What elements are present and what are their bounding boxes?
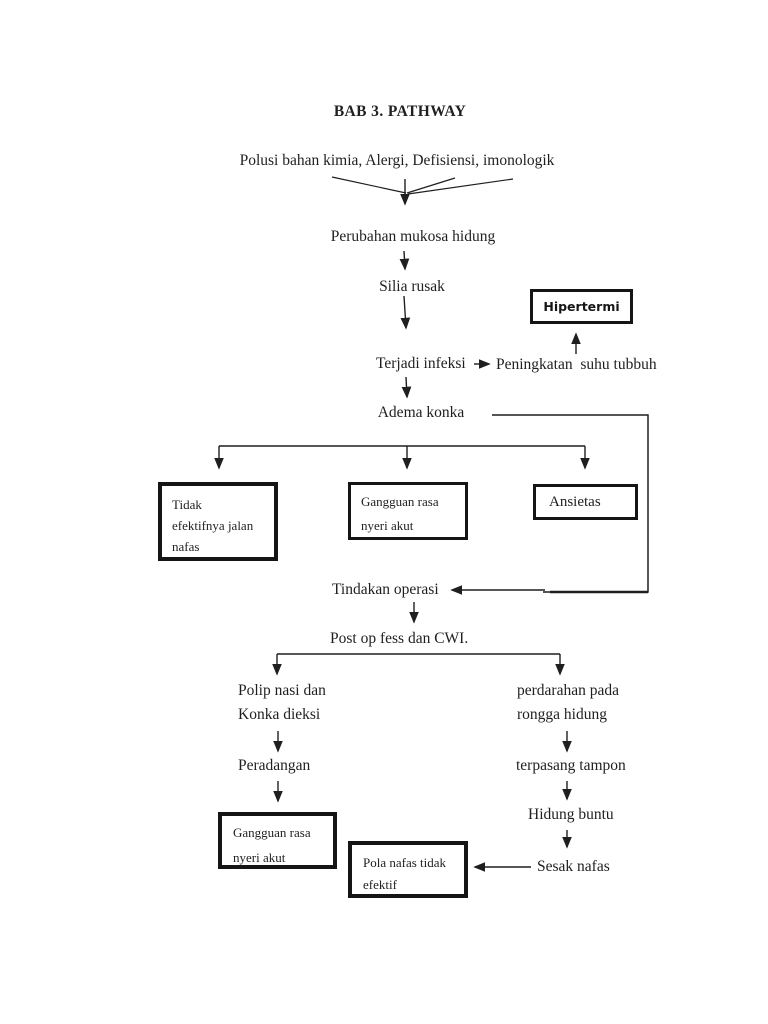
arrow-infeksi-to-adema	[401, 376, 412, 399]
page-title: BAB 3. PATHWAY	[333, 103, 467, 120]
node-perdarahan-line2: rongga hidung	[517, 706, 607, 723]
box-gangguan-nyeri-bawah: Gangguan rasa nyeri akut	[218, 812, 337, 869]
node-hidung-buntu: Hidung buntu	[528, 806, 614, 823]
box-pola-line1: Pola nafas tidak	[363, 855, 447, 870]
node-peningkatan-suhu: Peningkatan suhu tubbuh	[496, 356, 657, 373]
node-adema-konka: Adema konka	[377, 404, 465, 421]
node-polip-nasi-line1: Polip nasi dan	[238, 682, 326, 699]
box-ansietas-label: Ansietas	[549, 493, 601, 510]
arrow-perubahan-to-silia	[399, 250, 410, 271]
node-terpasang-tampon: terpasang tampon	[516, 757, 626, 774]
node-peradangan: Peradangan	[238, 757, 311, 774]
box-tidak-line1: Tidak	[172, 497, 202, 512]
node-perubahan-mukosa: Perubahan mukosa hidung	[330, 228, 496, 245]
box-tidak-line3: nafas	[172, 539, 200, 554]
node-terjadi-infeksi: Terjadi infeksi	[376, 355, 466, 372]
arrow-silia-to-infeksi	[400, 295, 411, 330]
box-gangguan-atas-line2: nyeri akut	[361, 518, 414, 533]
box-gangguan-bawah-line2: nyeri akut	[233, 850, 286, 865]
node-polip-nasi-line2: Konka dieksi	[238, 706, 321, 723]
connector-lines	[214, 176, 649, 872]
box-gangguan-bawah-line1: Gangguan rasa	[233, 825, 311, 840]
box-tidak-line2: efektifnya jalan	[172, 518, 254, 533]
box-hipertermi: Hipertermi	[530, 289, 633, 324]
box-tidak-efektifnya-jalan-nafas: Tidak efektifnya jalan nafas	[158, 482, 278, 561]
box-hipertermi-label: Hipertermi	[543, 299, 620, 314]
node-sesak-nafas: Sesak nafas	[537, 858, 610, 875]
node-polusi: Polusi bahan kimia, Alergi, Defisiensi, …	[239, 152, 555, 169]
node-silia-rusak: Silia rusak	[379, 278, 445, 295]
box-pola-line2: efektif	[363, 877, 397, 892]
box-ansietas: Ansietas	[533, 484, 638, 520]
box-gangguan-atas-line1: Gangguan rasa	[361, 494, 439, 509]
node-post-op: Post op fess dan CWI.	[330, 630, 469, 647]
node-tindakan-operasi: Tindakan operasi	[332, 581, 439, 598]
node-perdarahan-line1: perdarahan pada	[517, 682, 619, 699]
box-gangguan-nyeri-atas: Gangguan rasa nyeri akut	[348, 482, 468, 540]
box-pola-nafas: Pola nafas tidak efektif	[348, 841, 468, 898]
